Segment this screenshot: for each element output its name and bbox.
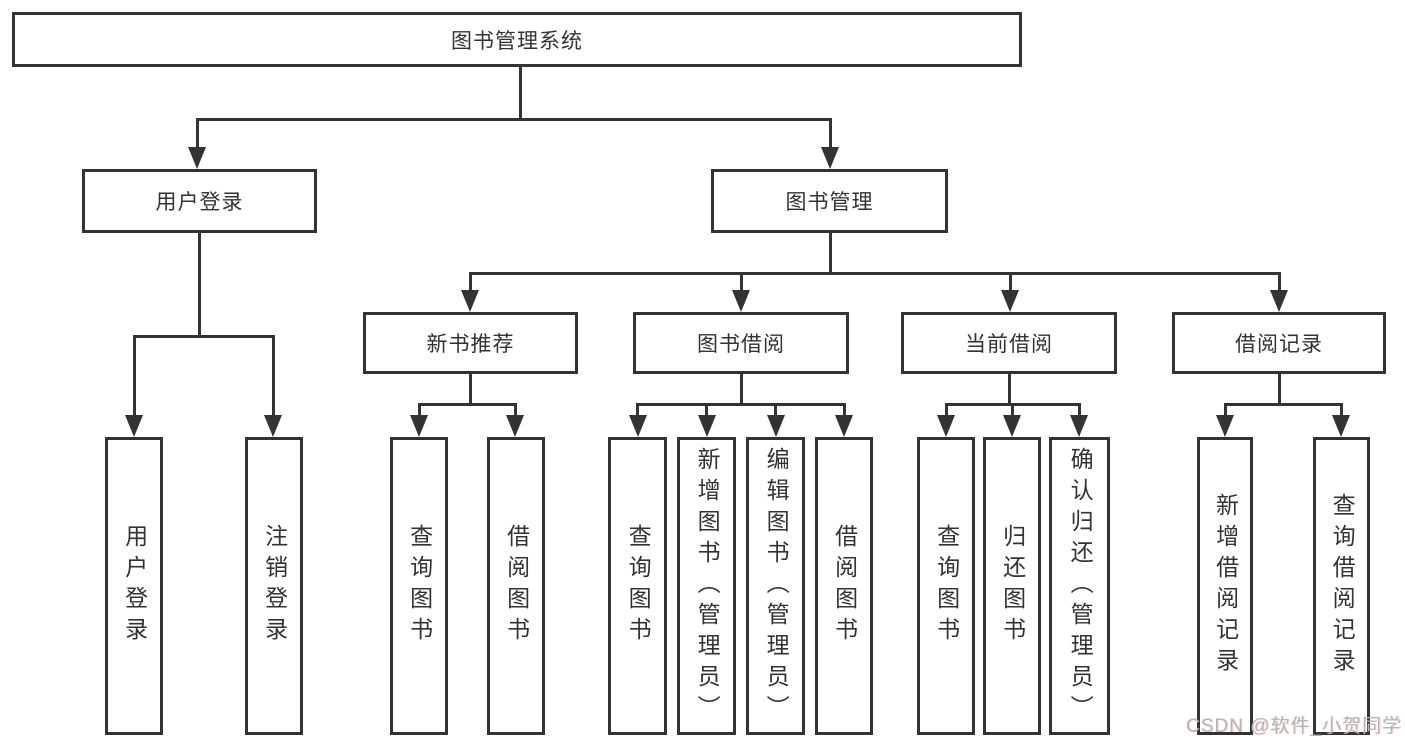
arrow-down-icon [506, 415, 524, 437]
arrow-down-icon [1070, 415, 1088, 437]
arrow-down-icon [410, 415, 428, 437]
connector-user-login-branch [132, 335, 275, 338]
connector-leaf [636, 403, 639, 417]
connector-leaf [774, 403, 777, 417]
connector-to-leaf-user-login [132, 335, 136, 417]
node-root-label: 图书管理系统 [451, 29, 583, 53]
connector-root-stem [518, 67, 522, 118]
node-book-management-label: 图书管理 [785, 191, 874, 214]
connector-borrow-records-branch [1223, 403, 1343, 406]
arrow-down-icon [1001, 290, 1019, 312]
arrow-down-icon [1216, 415, 1234, 437]
connector-book-borrow-stem [739, 374, 743, 405]
connector-to-new-book-recommend [468, 272, 472, 292]
arrow-down-icon [937, 415, 955, 437]
arrow-down-icon [1003, 415, 1021, 437]
leaf-add-books-admin: 新增图书（管理员） [677, 437, 736, 735]
leaf-add-borrow-record-label: 新增借阅记录 [1212, 493, 1239, 679]
node-new-book-recommend: 新书推荐 [363, 312, 578, 374]
leaf-recommend-query-books-label: 查询图书 [406, 524, 433, 648]
arrow-down-icon [766, 415, 785, 437]
connector-leaf [1339, 403, 1343, 417]
connector-to-book-management [828, 118, 832, 150]
node-user-login-label: 用户登录 [155, 191, 244, 214]
connector-borrow-records-stem [1277, 374, 1281, 405]
connector-leaf [705, 403, 708, 417]
node-borrow-records: 借阅记录 [1172, 312, 1386, 374]
arrow-down-icon [125, 415, 143, 437]
leaf-add-books-admin-label: 新增图书（管理员） [694, 446, 721, 726]
leaf-add-borrow-record: 新增借阅记录 [1197, 437, 1253, 735]
arrow-down-icon [1332, 415, 1350, 437]
connector-book-management-stem [828, 233, 832, 272]
connector-new-book-recommend-branch [417, 403, 517, 406]
leaf-query-borrow-record: 查询借阅记录 [1313, 437, 1370, 735]
connector-leaf [944, 403, 948, 417]
arrow-down-icon [461, 290, 479, 312]
connector-to-leaf-logout [271, 335, 275, 417]
leaf-borrow-books-label: 借阅图书 [831, 524, 858, 648]
leaf-borrow-books: 借阅图书 [815, 437, 873, 735]
csdn-watermark: CSDN @软件_小贺同学 [1186, 716, 1402, 737]
node-current-borrow-label: 当前借阅 [965, 333, 1053, 356]
connector-leaf [1077, 403, 1081, 417]
leaf-recommend-query-books: 查询图书 [390, 437, 448, 735]
node-book-borrow: 图书借阅 [633, 312, 849, 374]
leaf-confirm-return-admin-label: 确认归还（管理员） [1067, 446, 1094, 726]
node-root: 图书管理系统 [12, 12, 1022, 67]
node-new-book-recommend-label: 新书推荐 [426, 333, 515, 356]
leaf-edit-books-admin-label: 编辑图书（管理员） [763, 446, 790, 726]
connector-leaf [417, 403, 421, 417]
leaf-return-books-label: 归还图书 [999, 524, 1026, 648]
arrow-down-icon [1270, 290, 1288, 312]
connector-book-management-branch [468, 272, 1281, 275]
connector-to-borrow-records [1277, 272, 1281, 292]
leaf-recommend-borrow-books-label: 借阅图书 [503, 524, 530, 648]
leaf-confirm-return-admin: 确认归还（管理员） [1049, 437, 1110, 735]
arrow-down-icon [697, 415, 716, 437]
leaf-query-borrow-record-label: 查询借阅记录 [1329, 493, 1356, 679]
node-current-borrow: 当前借阅 [901, 312, 1117, 374]
connector-user-login-stem [197, 233, 201, 335]
connector-leaf [842, 403, 846, 417]
connector-leaf [1223, 403, 1227, 417]
connector-to-current-borrow [1008, 272, 1012, 292]
leaf-return-books: 归还图书 [983, 437, 1041, 735]
leaf-current-query-books: 查询图书 [917, 437, 975, 735]
leaf-user-login-label: 用户登录 [121, 524, 148, 648]
arrow-down-icon [264, 415, 282, 437]
connector-to-user-login [195, 118, 199, 150]
arrow-down-icon [732, 290, 750, 312]
arrow-down-icon [628, 415, 647, 437]
leaf-logout: 注销登录 [245, 437, 303, 735]
leaf-current-query-books-label: 查询图书 [933, 524, 960, 648]
connector-book-borrow-branch [636, 403, 845, 406]
leaf-borrow-query-books: 查询图书 [608, 437, 667, 735]
arrow-down-icon [188, 147, 206, 169]
connector-leaf [513, 403, 517, 417]
connector-current-borrow-stem [1007, 374, 1011, 405]
connector-new-book-recommend-stem [468, 374, 472, 405]
leaf-borrow-query-books-label: 查询图书 [625, 524, 652, 648]
arrow-down-icon [821, 147, 839, 169]
node-borrow-records-label: 借阅记录 [1235, 333, 1323, 356]
leaf-user-login: 用户登录 [105, 437, 163, 735]
node-book-management: 图书管理 [711, 169, 948, 233]
leaf-logout-label: 注销登录 [261, 524, 288, 648]
connector-to-book-borrow [739, 272, 743, 292]
leaf-recommend-borrow-books: 借阅图书 [487, 437, 545, 735]
connector-leaf [1010, 403, 1014, 417]
arrow-down-icon [835, 415, 853, 437]
node-book-borrow-label: 图书借阅 [697, 333, 785, 356]
leaf-edit-books-admin: 编辑图书（管理员） [746, 437, 805, 735]
node-user-login: 用户登录 [82, 169, 317, 233]
connector-root-branch [195, 118, 832, 121]
